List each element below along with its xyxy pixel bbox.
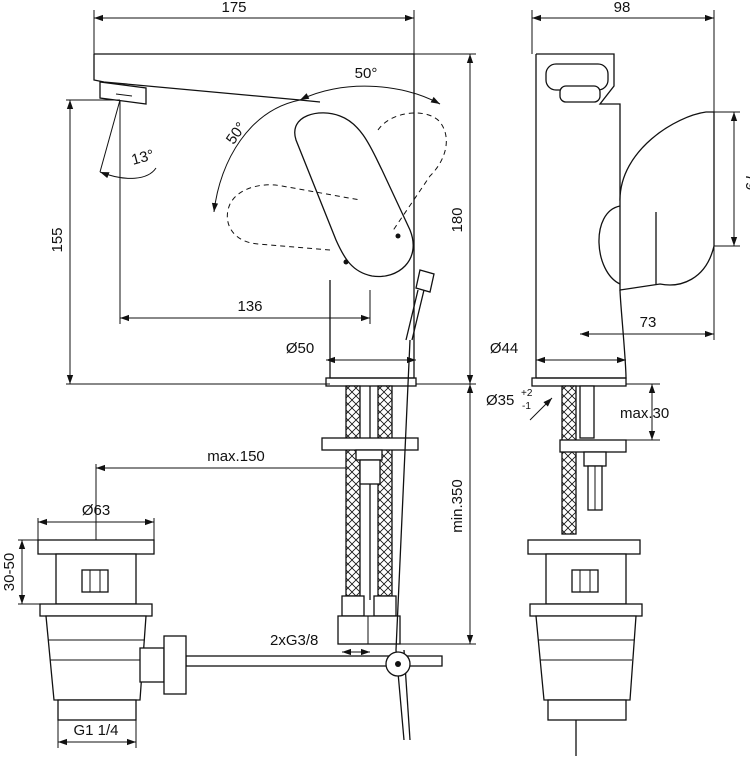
- dim-hole-tol-minus: -1: [522, 401, 531, 412]
- dim-thread-g1-1-4: G1 1/4: [73, 722, 118, 739]
- dim-min-350: min.350: [449, 479, 466, 532]
- dim-base-50: Ø50: [286, 340, 314, 357]
- dim-base-44: Ø44: [490, 340, 518, 357]
- front-dimension-lines: [66, 10, 476, 656]
- dim-angle-50-left: 50°: [223, 119, 250, 147]
- dim-thread-g3-8: 2xG3/8: [270, 632, 318, 649]
- dim-offset-73: 73: [640, 314, 657, 331]
- side-dimension-lines: [529, 10, 740, 441]
- dim-side-79: 79: [742, 174, 750, 191]
- dimension-labels: 175 98 50° 50° 13° 155 180 136 Ø50 Ø44 7…: [1, 0, 750, 739]
- dim-max-150: max.150: [207, 448, 265, 465]
- front-view-faucet: [93, 53, 447, 387]
- dim-height-180: 180: [449, 207, 466, 232]
- side-waste: [527, 539, 643, 756]
- side-view-faucet: [531, 53, 715, 387]
- dim-angle-13: 13°: [130, 147, 156, 169]
- dim-depth-98: 98: [614, 0, 631, 16]
- dim-hole-35: Ø35: [486, 392, 514, 409]
- dim-hole-tol-plus: +2: [521, 388, 533, 399]
- dim-deck-max-30: max.30: [620, 405, 669, 422]
- dim-waste-30-50: 30-50: [1, 553, 18, 591]
- front-installation: [185, 339, 443, 741]
- dim-height-155: 155: [49, 227, 66, 252]
- dim-width-175: 175: [221, 0, 246, 16]
- front-waste: [18, 518, 187, 748]
- dim-angle-50-top: 50°: [355, 65, 378, 82]
- dim-reach-136: 136: [237, 298, 262, 315]
- side-installation: [559, 385, 627, 535]
- dim-waste-63: Ø63: [82, 502, 110, 519]
